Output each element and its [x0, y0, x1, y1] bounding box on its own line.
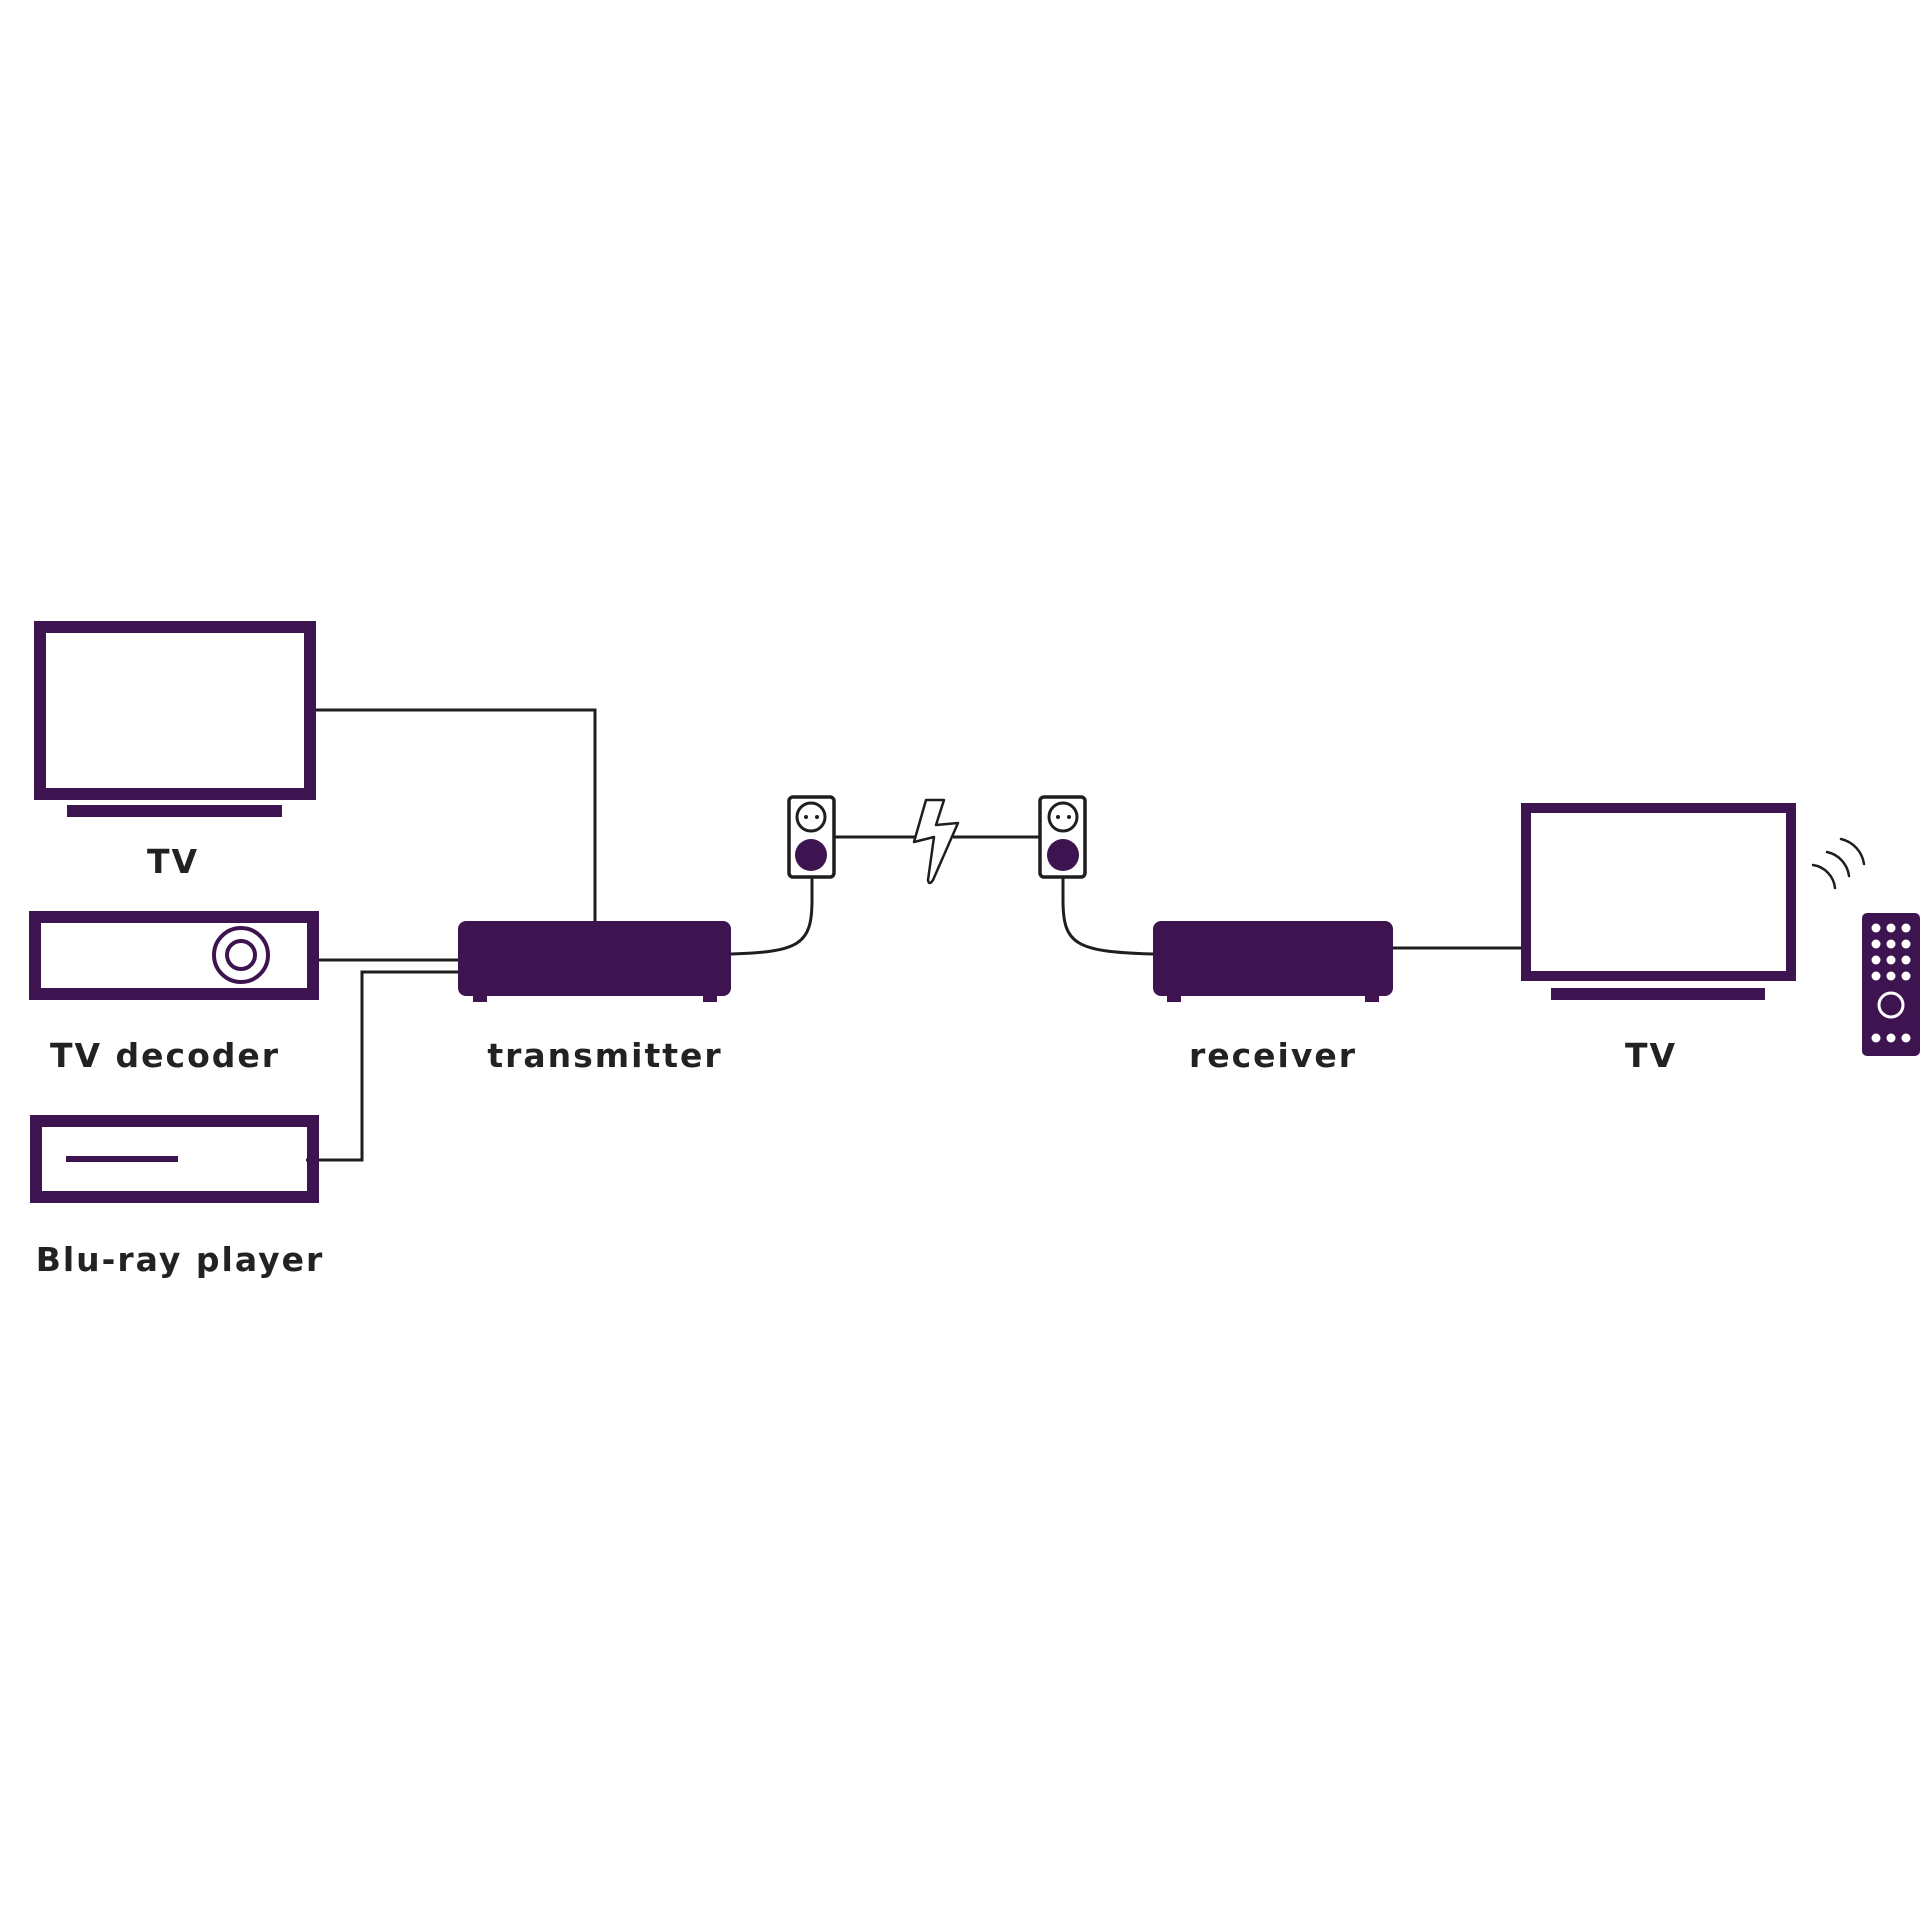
transmitter-box-icon	[458, 921, 731, 1002]
lightning-bolt-icon	[912, 798, 960, 885]
wire-bluray-to-transmitter	[306, 970, 458, 1162]
tv-source-label: TV	[147, 842, 199, 881]
remote-control-icon	[1862, 913, 1920, 1056]
transmitter-label: transmitter	[487, 1036, 722, 1075]
decoder-box-icon	[29, 911, 319, 1000]
tv-decoder-label: TV decoder	[50, 1036, 280, 1075]
wire-outlet-to-receiver	[1061, 874, 1154, 956]
tv-destination-label: TV	[1625, 1036, 1677, 1075]
bluray-player-icon	[30, 1115, 319, 1203]
wire-transmitter-to-outlet	[730, 874, 814, 956]
signal-waves-icon	[1811, 837, 1866, 890]
wire-tv-to-transmitter	[312, 708, 597, 921]
tv-source-icon	[34, 621, 316, 817]
power-outlet-left-icon	[787, 795, 836, 879]
bluray-player-label: Blu-ray player	[36, 1240, 325, 1279]
receiver-box-icon	[1153, 921, 1393, 1002]
connection-wires	[306, 708, 1522, 1162]
tv-destination-icon	[1521, 803, 1796, 1000]
power-outlet-right-icon	[1038, 795, 1087, 879]
receiver-label: receiver	[1189, 1036, 1357, 1075]
